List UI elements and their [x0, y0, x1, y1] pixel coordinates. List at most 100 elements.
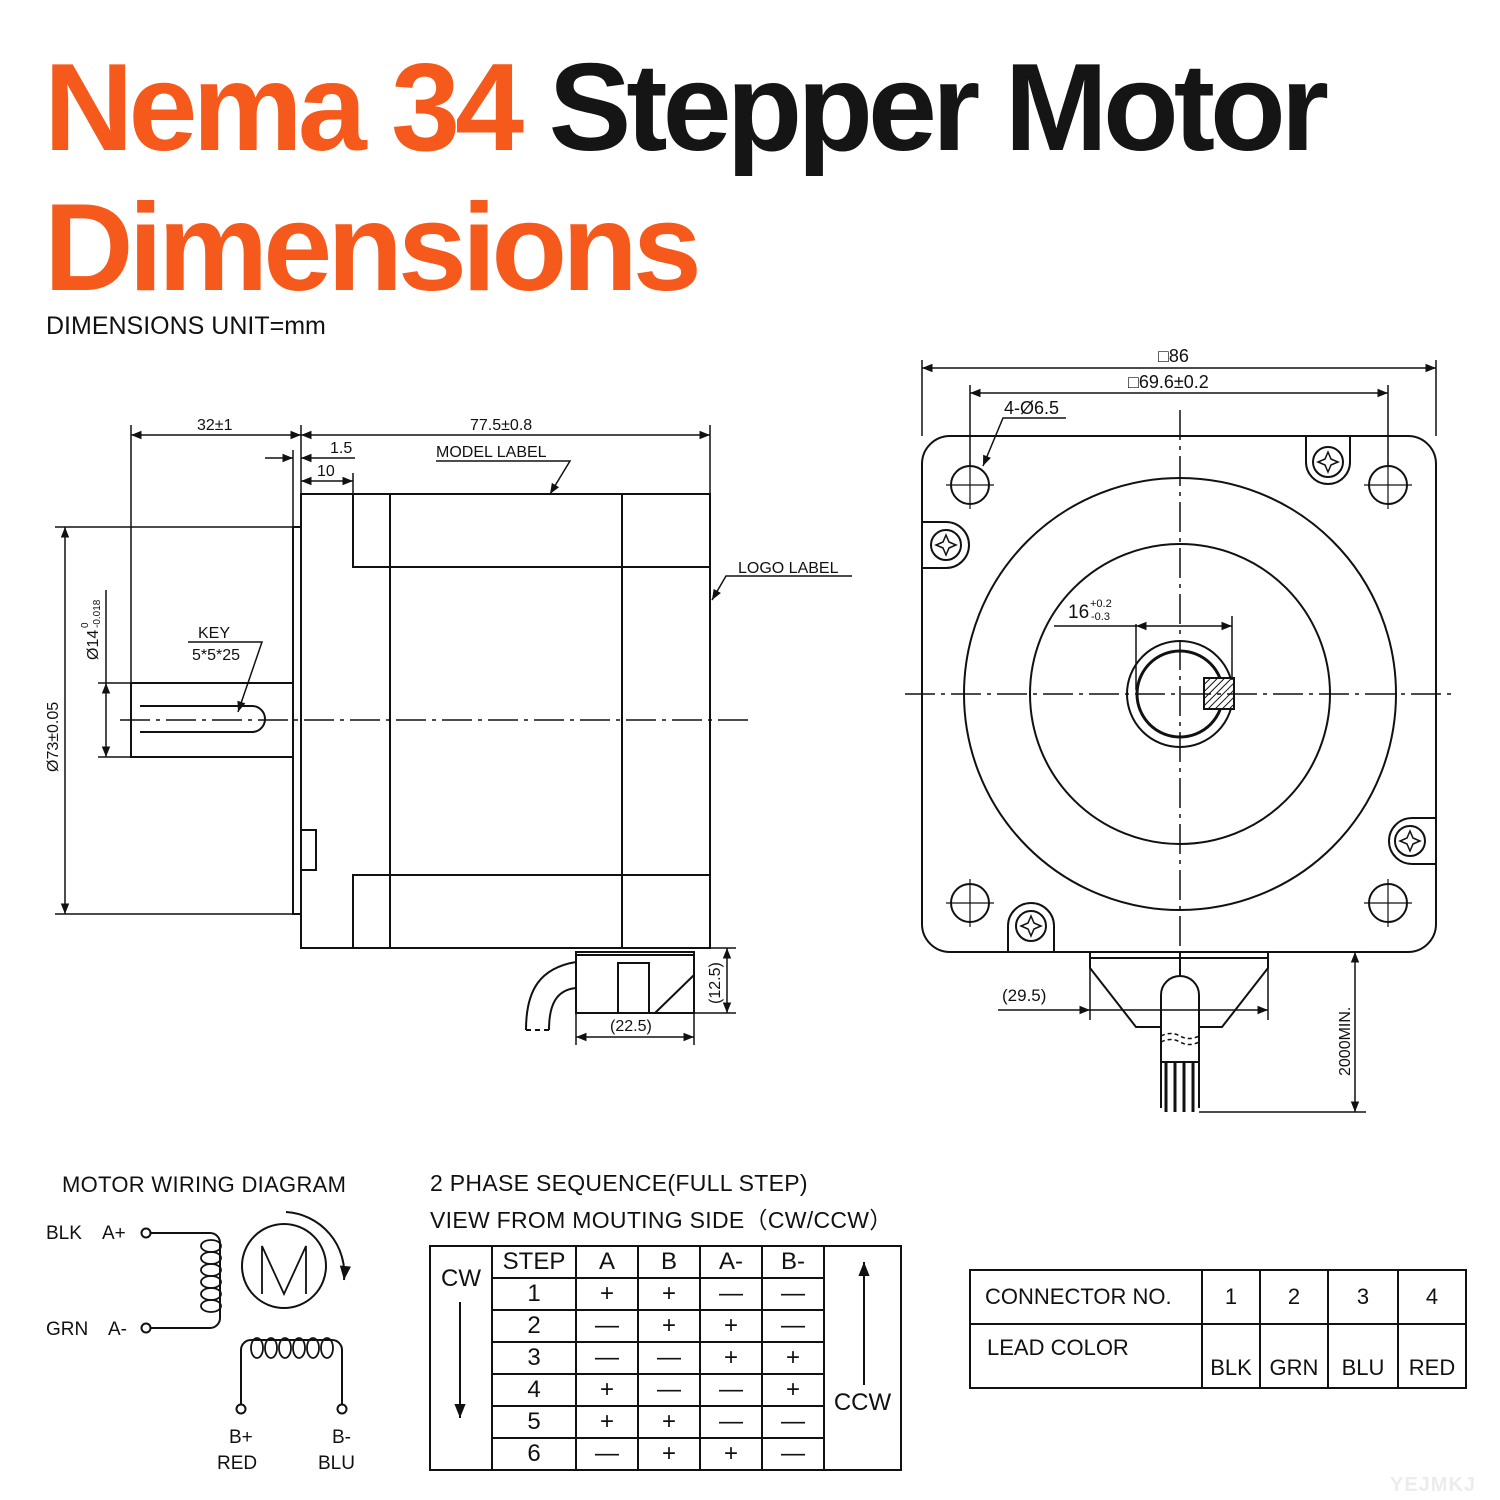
b-cell: + [637, 1277, 701, 1311]
lead-color-cell: GRN [1259, 1323, 1329, 1389]
b-minus-cell: — [761, 1437, 825, 1471]
a-cell: — [575, 1341, 639, 1375]
a-minus-cell: — [699, 1405, 763, 1439]
table-row: LEAD COLOR BLK GRN BLU RED [969, 1323, 1467, 1389]
lead-color-label: LEAD COLOR [969, 1323, 1203, 1389]
svg-text:0: 0 [80, 622, 91, 628]
dim-shaft-length: 32±1 [197, 417, 233, 434]
b-minus-cell: — [761, 1277, 825, 1311]
dim-shaft-flat: 16 +0.2 -0.3 [1068, 598, 1112, 623]
screw-icon-right [1388, 817, 1436, 865]
svg-text:+0.2: +0.2 [1090, 598, 1112, 610]
lead-color-cell: BLK [1201, 1323, 1261, 1389]
b-minus-cell: — [761, 1309, 825, 1343]
a-cell: — [575, 1437, 639, 1471]
unit-note: DIMENSIONS UNIT=mm [46, 312, 326, 340]
a-cell: + [575, 1277, 639, 1311]
lead-color-cell: RED [1397, 1323, 1467, 1389]
dim-flange-gap: 1.5 [330, 440, 352, 457]
table-row: 6—++— [430, 1437, 901, 1471]
lead-a-minus: A- [108, 1319, 127, 1340]
connector-table: CONNECTOR NO. 1 2 3 4 LEAD COLOR BLK GRN… [969, 1269, 1467, 1389]
phase-sequence-table: CW STEP A B A- B- CCW 1++—— 2—++— 3——++ … [429, 1245, 902, 1471]
step-cell: 3 [491, 1341, 577, 1375]
terminal-b-minus [336, 1403, 348, 1415]
lead-b-minus: B- [332, 1427, 351, 1448]
front-view [905, 360, 1455, 1113]
dim-hole-spacing: □69.6±0.2 [1128, 372, 1209, 392]
a-minus-cell: + [699, 1309, 763, 1343]
key-size: 5*5*25 [192, 647, 240, 664]
a-minus-cell: + [699, 1437, 763, 1471]
logo-label-callout: LOGO LABEL [738, 560, 839, 577]
b-cell: + [637, 1405, 701, 1439]
table-row: CONNECTOR NO. 1 2 3 4 [969, 1269, 1467, 1325]
lead-red: RED [217, 1453, 257, 1474]
b-minus-cell: + [761, 1373, 825, 1407]
header-step: STEP [491, 1245, 577, 1279]
dim-square-size: □86 [1158, 346, 1189, 366]
page-title-line-1: Nema 34 Stepper Motor [44, 46, 1329, 170]
step-cell: 5 [491, 1405, 577, 1439]
lead-blu: BLU [318, 1453, 355, 1474]
ccw-label: CCW [833, 1389, 892, 1416]
connector-no-cell: 3 [1327, 1269, 1399, 1325]
b-cell: — [637, 1373, 701, 1407]
connector-no-cell: 4 [1397, 1269, 1467, 1325]
terminal-b-plus [235, 1403, 247, 1415]
header-a: A [575, 1245, 639, 1279]
key-label: KEY [198, 625, 230, 642]
connector-no-cell: 1 [1201, 1269, 1261, 1325]
header-b: B [637, 1245, 701, 1279]
header-b-minus: B- [761, 1245, 825, 1279]
ccw-label-cell: CCW [823, 1245, 902, 1471]
title-nema-34: Nema 34 [44, 39, 524, 177]
svg-text:-0.018: -0.018 [92, 599, 103, 628]
lead-grn: GRN [46, 1319, 88, 1340]
terminal-a-plus [140, 1227, 152, 1239]
step-cell: 4 [491, 1373, 577, 1407]
wiring-diagram [140, 1211, 351, 1415]
a-minus-cell: — [699, 1277, 763, 1311]
dim-connector-height: (12.5) [707, 962, 724, 1004]
step-cell: 6 [491, 1437, 577, 1471]
model-label-callout: MODEL LABEL [436, 444, 547, 461]
table-row: 3——++ [430, 1341, 901, 1375]
coil-b-icon [250, 1337, 334, 1359]
b-minus-cell: — [761, 1405, 825, 1439]
dim-shaft-diameter: Ø14 0 -0.018 [80, 599, 103, 660]
mounting-hole-bl [946, 879, 994, 927]
dim-lead-length: 2000MIN. [1337, 1007, 1354, 1076]
b-cell: + [637, 1437, 701, 1471]
dim-flange-thickness: 10 [317, 463, 335, 480]
screw-icon-left [922, 521, 970, 569]
header-a-minus: A- [699, 1245, 763, 1279]
a-minus-cell: — [699, 1373, 763, 1407]
svg-text:Ø14: Ø14 [85, 630, 102, 660]
connector-no-cell: 2 [1259, 1269, 1329, 1325]
dim-connector-offset: (29.5) [1002, 986, 1046, 1005]
table-row: 2—++— [430, 1309, 901, 1343]
table-row: 1++—— [430, 1277, 901, 1311]
lead-blk: BLK [46, 1223, 82, 1244]
mounting-hole-tr [1364, 461, 1412, 509]
terminal-a-minus [140, 1322, 152, 1334]
wiring-diagram-title: MOTOR WIRING DIAGRAM [62, 1172, 347, 1197]
watermark: YEJMKJ [1390, 1474, 1477, 1496]
dim-pilot-diameter: Ø73±0.05 [45, 702, 62, 772]
title-dimensions: Dimensions [44, 179, 702, 317]
a-cell: — [575, 1309, 639, 1343]
lead-b-plus: B+ [229, 1427, 253, 1448]
a-cell: + [575, 1373, 639, 1407]
mounting-hole-br [1364, 879, 1412, 927]
screw-icon-top [1305, 436, 1351, 485]
side-view [55, 425, 852, 1045]
step-cell: 1 [491, 1277, 577, 1311]
connector-no-label: CONNECTOR NO. [969, 1269, 1203, 1325]
sequence-title-1: 2 PHASE SEQUENCE(FULL STEP) [430, 1170, 808, 1196]
table-row: 5++—— [430, 1405, 901, 1439]
table-row: 4+——+ [430, 1373, 901, 1407]
lead-color-cell: BLU [1327, 1323, 1399, 1389]
b-minus-cell: + [761, 1341, 825, 1375]
